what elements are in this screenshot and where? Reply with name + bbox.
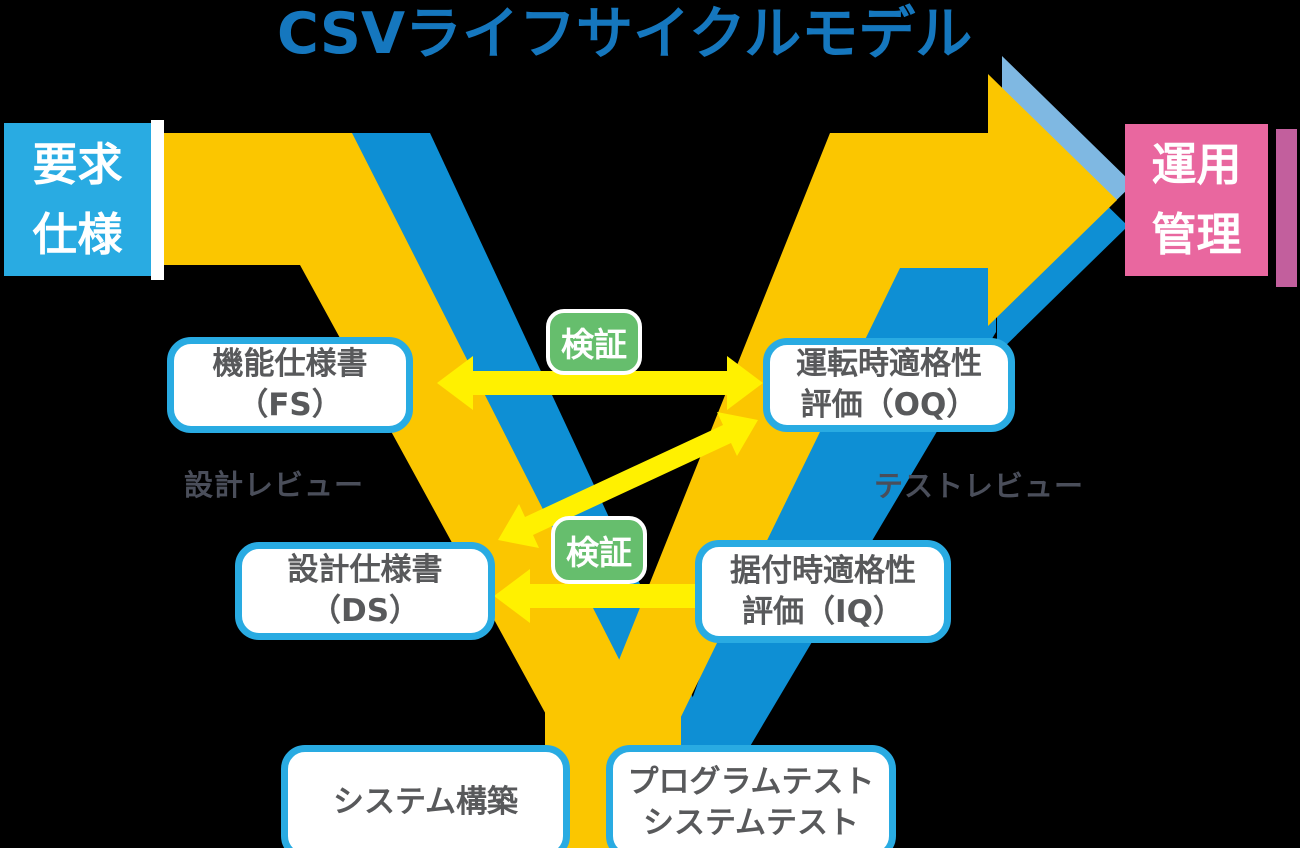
stage-design-spec: 設計仕様書 （DS） [235, 542, 495, 640]
output-arrowhead [988, 74, 1117, 326]
operation-mgmt-line2: 管理 [1151, 208, 1242, 261]
stage-system-build-line1: システム構築 [332, 784, 519, 820]
stage-system-build: システム構築 [281, 745, 570, 848]
arrow-fs-oq [437, 356, 763, 410]
test-review-label: テストレビュー [874, 469, 1085, 503]
requirements-spec-strip [151, 120, 164, 280]
operation-mgmt-side-bar [1276, 129, 1297, 287]
diagram-title: CSVライフサイクルモデル [277, 1, 973, 67]
verification-badge-bottom-label: 検証 [566, 533, 632, 572]
stage-iq-line2: 評価（IQ） [742, 593, 904, 630]
operation-mgmt-line1: 運用 [1151, 138, 1242, 191]
stage-oq-line1: 運転時適格性 [796, 346, 982, 382]
stage-oq: 運転時適格性 評価（OQ） [763, 338, 1015, 432]
verification-badge-top-label: 検証 [561, 325, 627, 364]
design-review-label: 設計レビュー [184, 468, 365, 502]
stage-tests-line1: プログラムテスト [627, 763, 875, 800]
requirements-spec-line1: 要求 [32, 137, 123, 191]
verification-badge-top: 検証 [546, 309, 642, 375]
stage-tests: プログラムテスト システムテスト [606, 745, 896, 848]
stage-functional-spec: 機能仕様書 （FS） [167, 337, 413, 433]
stage-design-spec-line1: 設計仕様書 [287, 552, 443, 588]
verification-badge-bottom: 検証 [551, 516, 647, 584]
stage-oq-line2: 評価（OQ） [800, 387, 978, 423]
requirements-spec-box: 要求 仕様 [4, 123, 151, 276]
arrow-ds-iq [494, 569, 753, 623]
v-right-band [575, 133, 988, 770]
stage-design-spec-line2: （DS） [309, 593, 421, 629]
stage-iq-line1: 据付時適格性 [730, 552, 916, 589]
operation-mgmt-box: 運用 管理 [1125, 124, 1268, 276]
stage-tests-line2: システムテスト [642, 804, 860, 841]
arrow-ds-oq [498, 412, 758, 548]
stage-functional-spec-line1: 機能仕様書 [212, 346, 368, 382]
stage-functional-spec-line2: （FS） [237, 387, 343, 423]
stage-iq: 据付時適格性 評価（IQ） [695, 540, 951, 643]
requirements-spec-line2: 仕様 [32, 207, 123, 261]
